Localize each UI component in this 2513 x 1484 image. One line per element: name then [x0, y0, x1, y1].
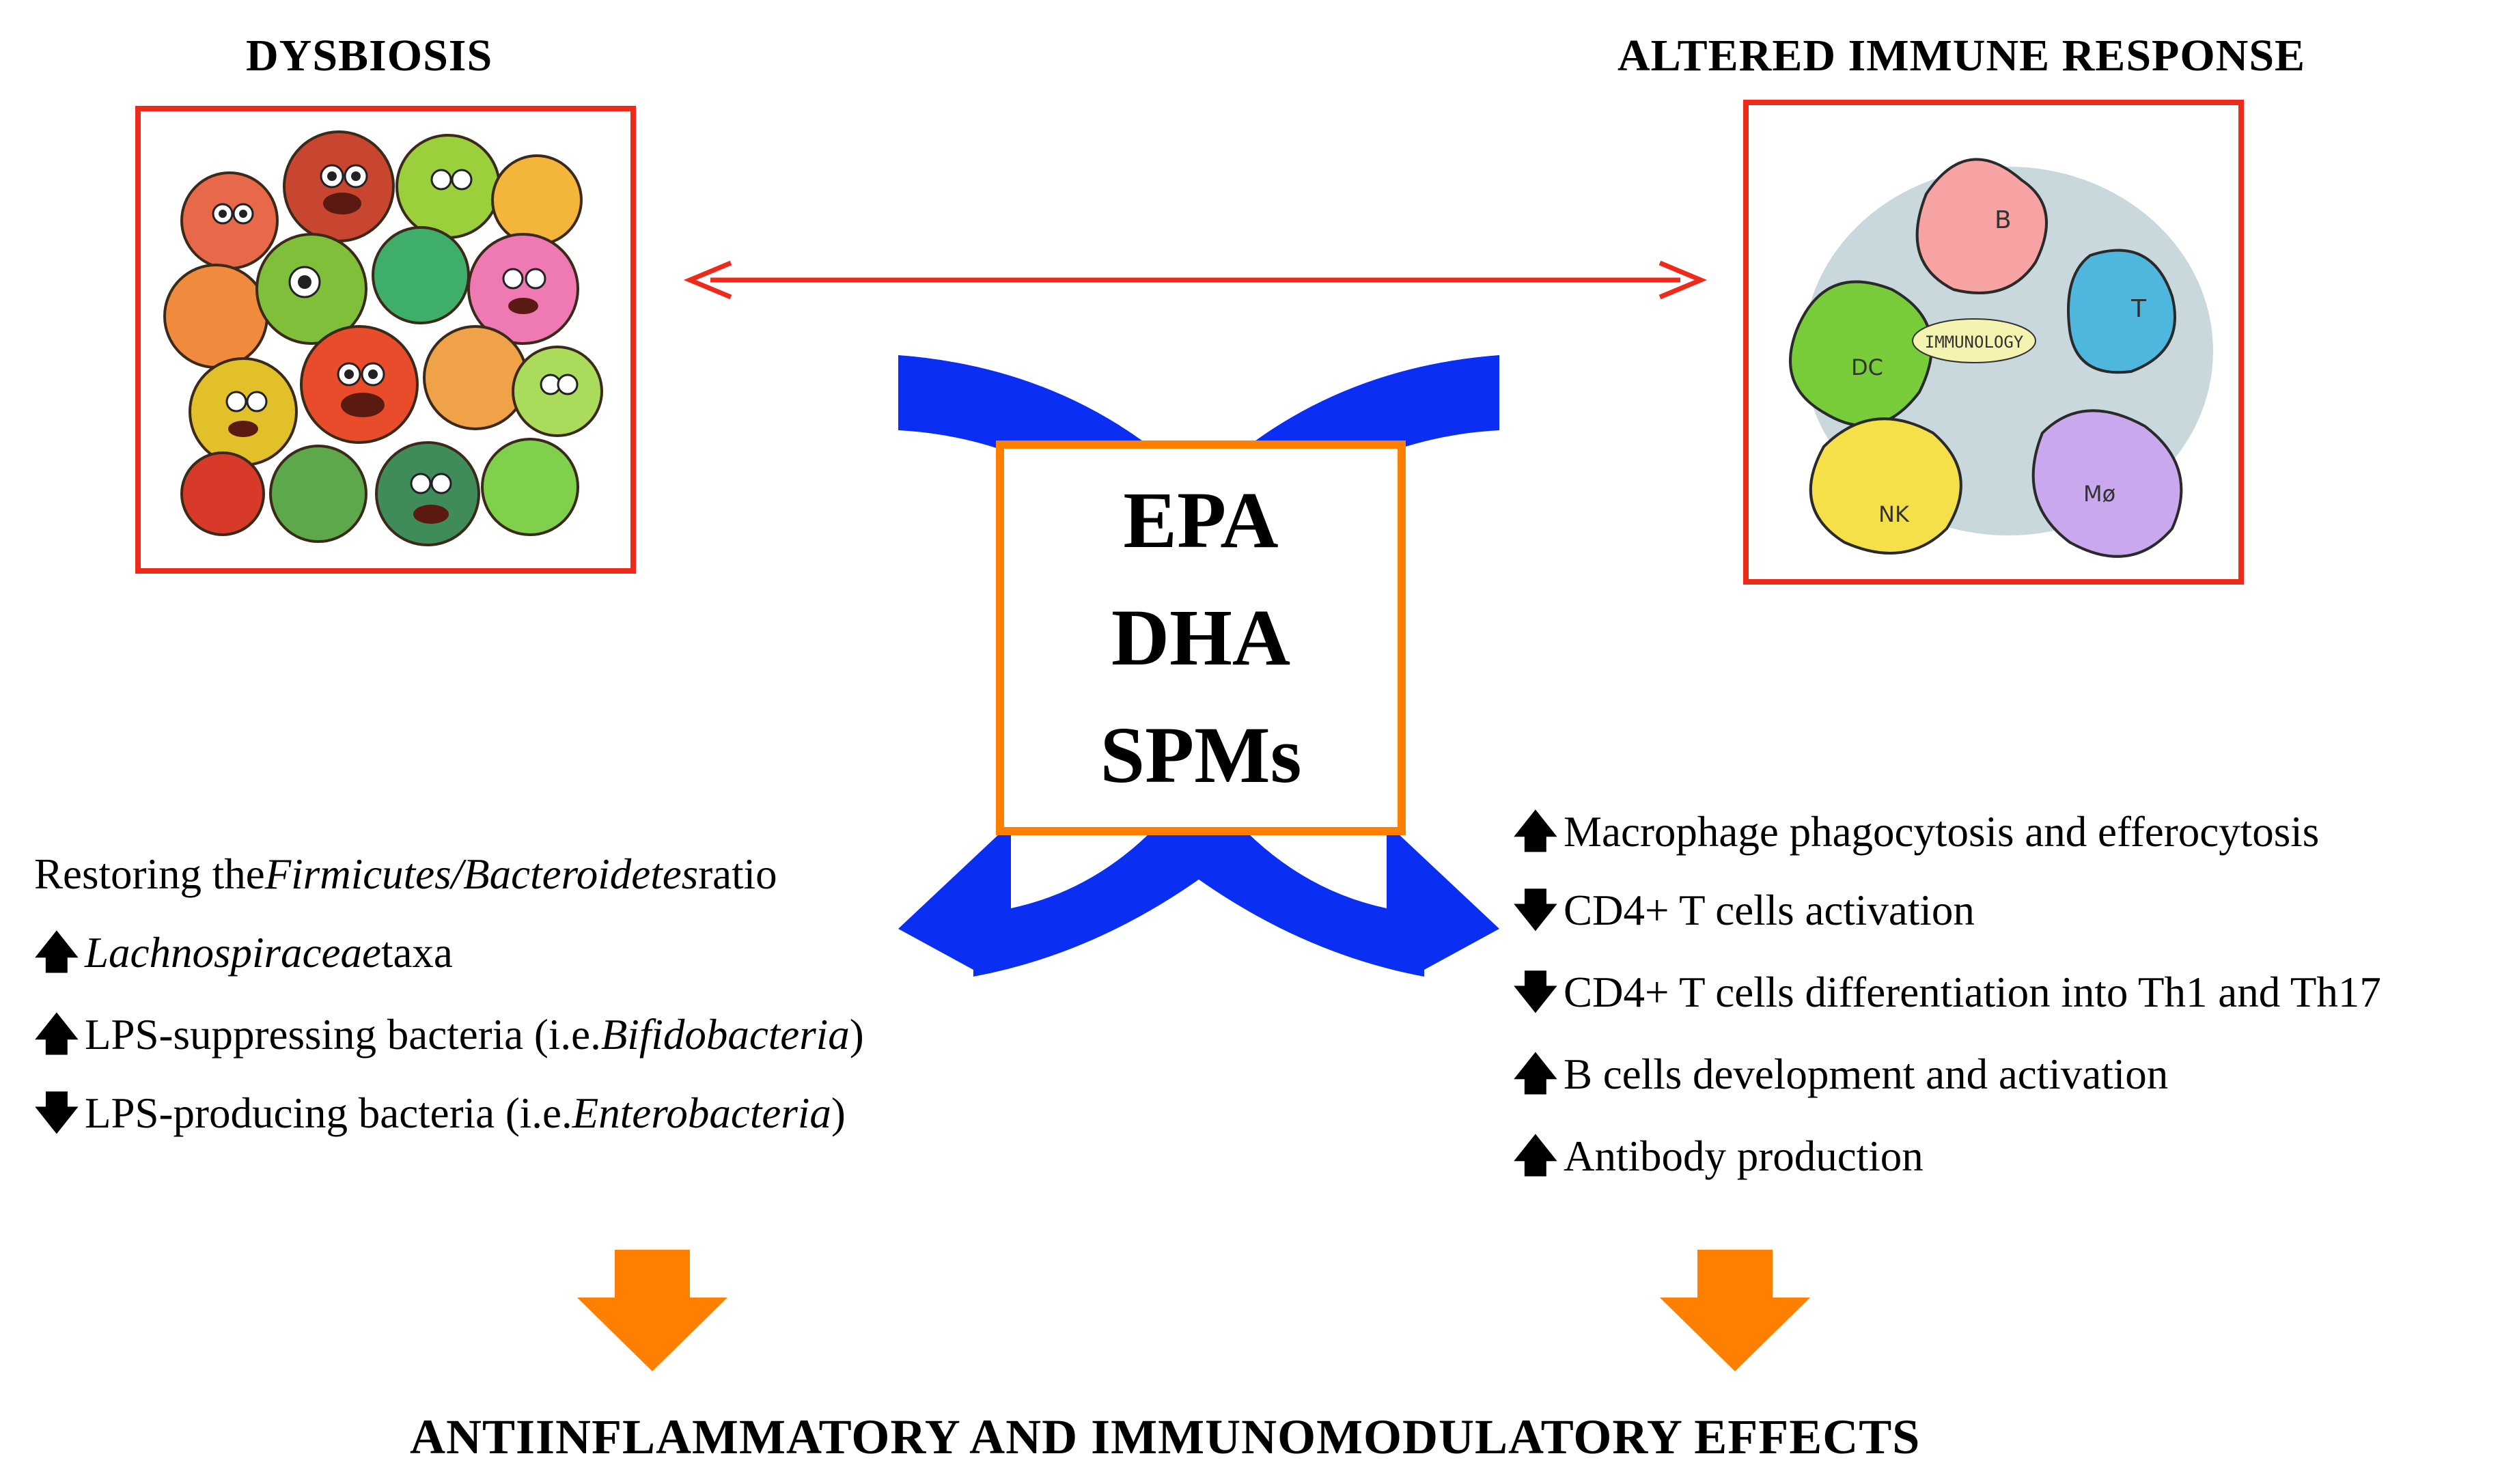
- item-em: Bifidobacteria: [600, 1011, 850, 1059]
- item-pre: LPS-producing bacteria (i.e.: [85, 1089, 572, 1137]
- left-effects-list: Restoring the Firmicutes/Bacteroidetes r…: [34, 850, 990, 1164]
- bidirectional-red-arrow: [683, 260, 1708, 300]
- orange-down-arrow-left: [577, 1250, 727, 1371]
- item-post: ): [831, 1089, 846, 1137]
- down-arrow-icon: 🡇: [1513, 967, 1558, 1018]
- list-item: 🡅 Macrophage phagocytosis and efferocyto…: [1513, 808, 2319, 856]
- cell-label-mo: Mø: [2083, 481, 2115, 507]
- cell-label-b: B: [1995, 206, 2012, 234]
- up-arrow-icon: 🡅: [1513, 1131, 1558, 1181]
- immune-response-title: ALTERED IMMUNE RESPONSE: [1618, 31, 2306, 81]
- item-em: Firmicutes/Bacteroidetes: [264, 850, 699, 898]
- item-text: B cells development and activation: [1564, 1050, 2169, 1098]
- center-line-spms: SPMs: [1100, 710, 1302, 800]
- orange-down-arrow-right: [1660, 1250, 1810, 1371]
- item-em: Lachnospiraceae: [85, 929, 381, 977]
- list-item: 🡇 CD4+ T cells differentiation into Th1 …: [1513, 968, 2381, 1016]
- cell-label-dc: DC: [1851, 354, 1883, 380]
- item-text: CD4+ T cells differentiation into Th1 an…: [1564, 968, 2381, 1016]
- cell-label-t: T: [2130, 295, 2147, 323]
- item-text: Macrophage phagocytosis and efferocytosi…: [1564, 808, 2320, 856]
- item-text: Antibody production: [1564, 1132, 1924, 1180]
- list-item: 🡅 LPS-suppressing bacteria (i.e. Bifidob…: [34, 1011, 864, 1059]
- omega3-center-box: EPA DHA SPMs: [996, 440, 1406, 835]
- item-post: taxa: [380, 929, 453, 977]
- bacteria-cartoon-icon: [163, 130, 603, 546]
- list-item: 🡅 Lachnospiraceae taxa: [34, 929, 453, 977]
- center-line-epa: EPA: [1123, 475, 1279, 565]
- item-pre: Restoring the: [34, 850, 265, 898]
- up-arrow-icon: 🡅: [34, 1009, 79, 1060]
- item-pre: LPS-suppressing bacteria (i.e.: [85, 1011, 601, 1059]
- down-arrow-icon: 🡇: [1513, 885, 1558, 936]
- cell-label-nk: NK: [1878, 501, 1910, 527]
- center-line-dha: DHA: [1111, 593, 1291, 682]
- list-item: 🡅 B cells development and activation: [1513, 1050, 2168, 1098]
- list-item: 🡇 CD4+ T cells activation: [1513, 886, 1975, 934]
- immune-image-box: IMMUNOLOGY B T DC NK Mø: [1743, 100, 2244, 585]
- up-arrow-icon: 🡅: [1513, 1049, 1558, 1100]
- item-text: CD4+ T cells activation: [1564, 886, 1975, 934]
- item-em: Enterobacteria: [572, 1089, 831, 1137]
- up-arrow-icon: 🡅: [34, 927, 79, 978]
- dysbiosis-title: DYSBIOSIS: [246, 31, 493, 81]
- list-item: 🡇 LPS-producing bacteria (i.e. Enterobac…: [34, 1089, 846, 1137]
- up-arrow-icon: 🡅: [1513, 807, 1558, 857]
- bottom-effects-title: ANTIINFLAMMATORY AND IMMUNOMODULATORY EF…: [410, 1410, 1921, 1464]
- right-effects-list: 🡅 Macrophage phagocytosis and efferocyto…: [1513, 808, 2503, 1204]
- list-item: Restoring the Firmicutes/Bacteroidetes r…: [34, 850, 777, 898]
- list-item: 🡅 Antibody production: [1513, 1132, 1924, 1180]
- immunology-label: IMMUNOLOGY: [1925, 333, 2024, 352]
- item-post: ): [849, 1011, 864, 1059]
- dysbiosis-image-box: [135, 106, 636, 574]
- item-post: ratio: [698, 850, 777, 898]
- immune-cells-cartoon-icon: IMMUNOLOGY B T DC NK Mø: [1789, 158, 2213, 558]
- down-arrow-icon: 🡇: [34, 1088, 79, 1138]
